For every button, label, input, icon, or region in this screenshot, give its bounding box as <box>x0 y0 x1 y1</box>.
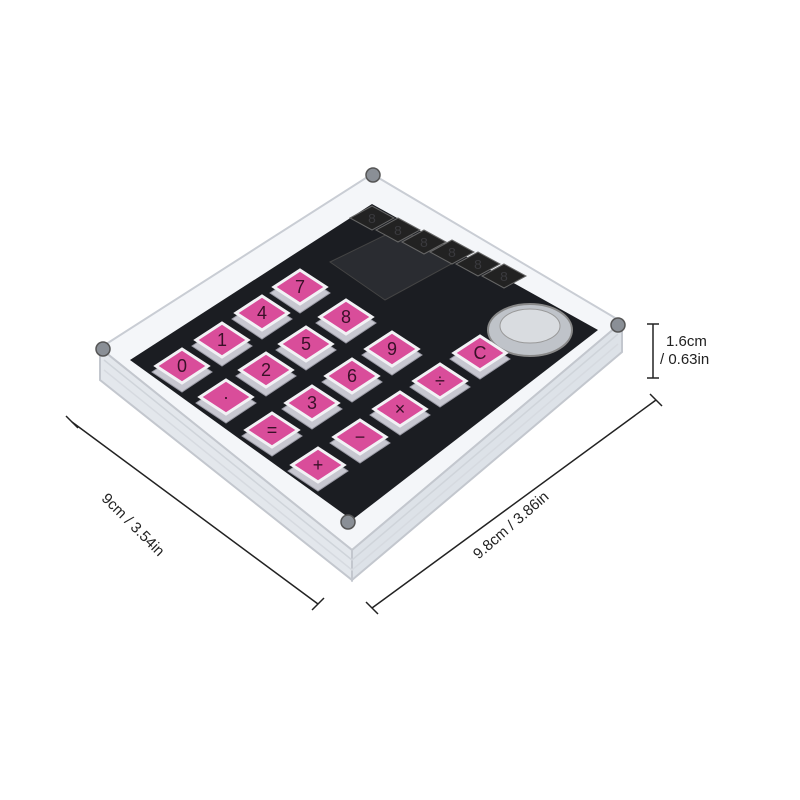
key-label: 3 <box>307 393 317 413</box>
height-cm-label: 1.6cm <box>666 333 707 350</box>
key-label: C <box>474 343 487 363</box>
key-16[interactable]: + <box>287 446 349 492</box>
digit-glyph: 8 <box>474 258 482 274</box>
seven-segment-display: 8 8 8 8 8 8 <box>348 205 528 289</box>
key-13[interactable]: ÷ <box>409 362 471 408</box>
digit-1-1 <box>454 251 502 277</box>
key-5[interactable]: 5 <box>275 325 337 371</box>
digit-glyph: 8 <box>394 224 402 240</box>
digit-glyph: 8 <box>420 236 428 252</box>
digit-0-0 <box>348 205 396 231</box>
key-8[interactable]: 9 <box>361 330 423 376</box>
key-2[interactable]: 1 <box>191 321 253 367</box>
key-1[interactable]: 4 <box>231 294 293 340</box>
keypad: 7 4 1 0 8 5 2 · 9 6 3 = C ÷ × − + <box>151 268 511 492</box>
key-label: + <box>313 455 324 475</box>
pcb-board <box>130 204 598 520</box>
key-4[interactable]: 8 <box>315 298 377 344</box>
key-label: × <box>395 399 406 419</box>
key-label: 4 <box>257 303 267 323</box>
key-label: 6 <box>347 366 357 386</box>
key-label: 1 <box>217 330 227 350</box>
key-9[interactable]: 6 <box>321 357 383 403</box>
corner-screws <box>95 167 626 530</box>
digit-1-0 <box>428 239 476 265</box>
key-7[interactable]: · <box>195 378 257 424</box>
key-label: − <box>355 427 366 447</box>
digit-glyph: 8 <box>368 212 376 228</box>
key-12[interactable]: C <box>449 334 511 380</box>
key-15[interactable]: − <box>329 418 391 464</box>
key-6[interactable]: 2 <box>235 351 297 397</box>
height-in-label: / 0.63in <box>660 351 710 368</box>
key-3[interactable]: 0 <box>151 347 213 393</box>
digit-0-1 <box>374 217 422 243</box>
digit-glyph: 8 <box>448 246 456 262</box>
key-label: ÷ <box>435 371 445 391</box>
key-label: 2 <box>261 360 271 380</box>
key-label: · <box>223 387 229 407</box>
key-0[interactable]: 7 <box>269 268 331 314</box>
key-label: 8 <box>341 307 351 327</box>
key-label: = <box>267 420 278 440</box>
digit-glyph: 8 <box>500 270 508 286</box>
key-10[interactable]: 3 <box>281 384 343 430</box>
key-11[interactable]: = <box>241 411 303 457</box>
key-label: 5 <box>301 334 311 354</box>
digit-0-2 <box>400 229 448 255</box>
digit-1-2 <box>480 263 528 289</box>
dimension-lines <box>65 323 663 615</box>
key-label: 0 <box>177 356 187 376</box>
coin-battery <box>487 303 573 357</box>
key-label: 9 <box>387 339 397 359</box>
key-label: 7 <box>295 277 305 297</box>
key-14[interactable]: × <box>369 390 431 436</box>
